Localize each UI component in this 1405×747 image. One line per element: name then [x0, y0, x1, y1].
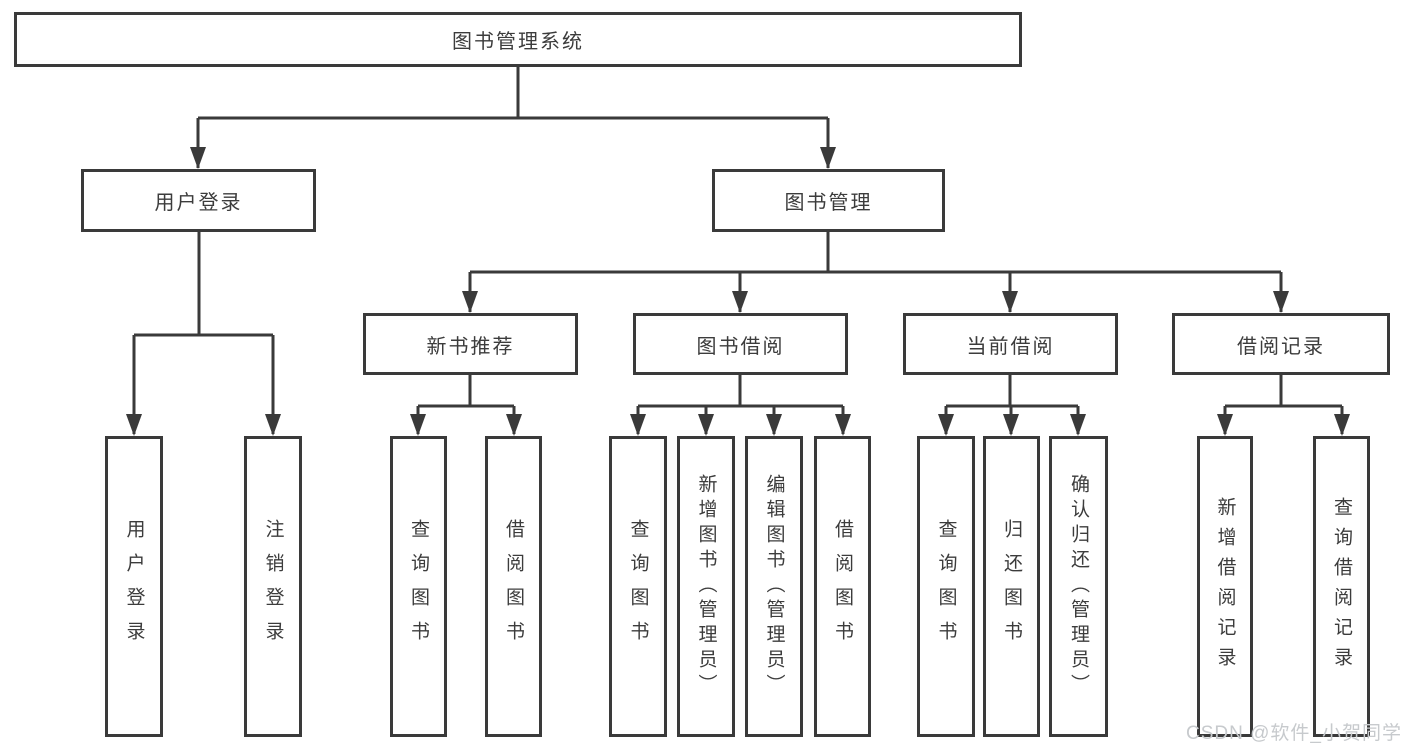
leaf-borrow-borrow-book: 借阅图书 [814, 436, 871, 737]
leaf-current-query-book: 查询图书 [917, 436, 975, 737]
leaf-newrec-query-book-label: 查询图书 [408, 518, 429, 655]
leaf-borrow-edit-book-admin-label: 编辑图书（管理员） [763, 474, 785, 699]
node-new-book-recommend-label: 新书推荐 [426, 335, 515, 358]
leaf-newrec-borrow-book-label: 借阅图书 [503, 518, 524, 655]
leaf-borrow-add-book-admin: 新增图书（管理员） [677, 436, 735, 737]
node-borrow-records: 借阅记录 [1172, 313, 1390, 375]
node-book-borrow: 图书借阅 [633, 313, 848, 375]
node-book-borrow-label: 图书借阅 [696, 335, 785, 358]
leaf-records-query-record: 查询借阅记录 [1313, 436, 1370, 737]
leaf-borrow-query-book: 查询图书 [609, 436, 667, 737]
leaf-newrec-query-book: 查询图书 [390, 436, 447, 737]
leaf-records-add-record-label: 新增借阅记录 [1214, 496, 1236, 677]
connector-root-to-level2 [196, 67, 830, 168]
connector-new-book-recommend-to-leaves [416, 375, 516, 434]
connector-borrow-records-to-leaves [1223, 375, 1344, 434]
leaf-current-query-book-label: 查询图书 [935, 518, 957, 655]
leaf-current-confirm-return-admin-label: 确认归还（管理员） [1068, 474, 1089, 699]
leaf-user-login: 用户登录 [105, 436, 163, 737]
leaf-current-return-book-label: 归还图书 [1001, 518, 1022, 655]
leaf-records-add-record: 新增借阅记录 [1197, 436, 1253, 737]
leaf-newrec-borrow-book: 借阅图书 [485, 436, 542, 737]
node-borrow-records-label: 借阅记录 [1237, 335, 1325, 358]
arrowheads [126, 147, 1350, 436]
leaf-borrow-borrow-book-label: 借阅图书 [832, 518, 853, 655]
leaf-current-return-book: 归还图书 [983, 436, 1040, 737]
connector-book-borrow-to-leaves [636, 375, 845, 434]
node-current-borrow-label: 当前借阅 [966, 335, 1055, 358]
connector-user-login-to-leaves [132, 232, 275, 434]
leaf-borrow-add-book-admin-label: 新增图书（管理员） [695, 474, 717, 699]
node-root: 图书管理系统 [14, 12, 1022, 67]
leaf-current-confirm-return-admin: 确认归还（管理员） [1049, 436, 1108, 737]
node-root-label: 图书管理系统 [452, 31, 584, 53]
leaf-borrow-edit-book-admin: 编辑图书（管理员） [745, 436, 803, 737]
node-book-mgmt-label: 图书管理 [784, 192, 873, 214]
leaf-borrow-query-book-label: 查询图书 [627, 518, 649, 655]
leaf-records-query-record-label: 查询借阅记录 [1331, 496, 1352, 677]
node-book-mgmt: 图书管理 [712, 169, 945, 232]
node-current-borrow: 当前借阅 [903, 313, 1118, 375]
node-new-book-recommend: 新书推荐 [363, 313, 578, 375]
leaf-user-login-label: 用户登录 [123, 518, 145, 655]
csdn-watermark: CSDN @软件_小贺同学 [1186, 723, 1402, 744]
node-user-login-label: 用户登录 [154, 192, 243, 214]
leaf-logout: 注销登录 [244, 436, 302, 737]
connector-book-mgmt-to-level3 [468, 232, 1283, 312]
leaf-logout-label: 注销登录 [262, 518, 284, 655]
node-user-login: 用户登录 [81, 169, 316, 232]
